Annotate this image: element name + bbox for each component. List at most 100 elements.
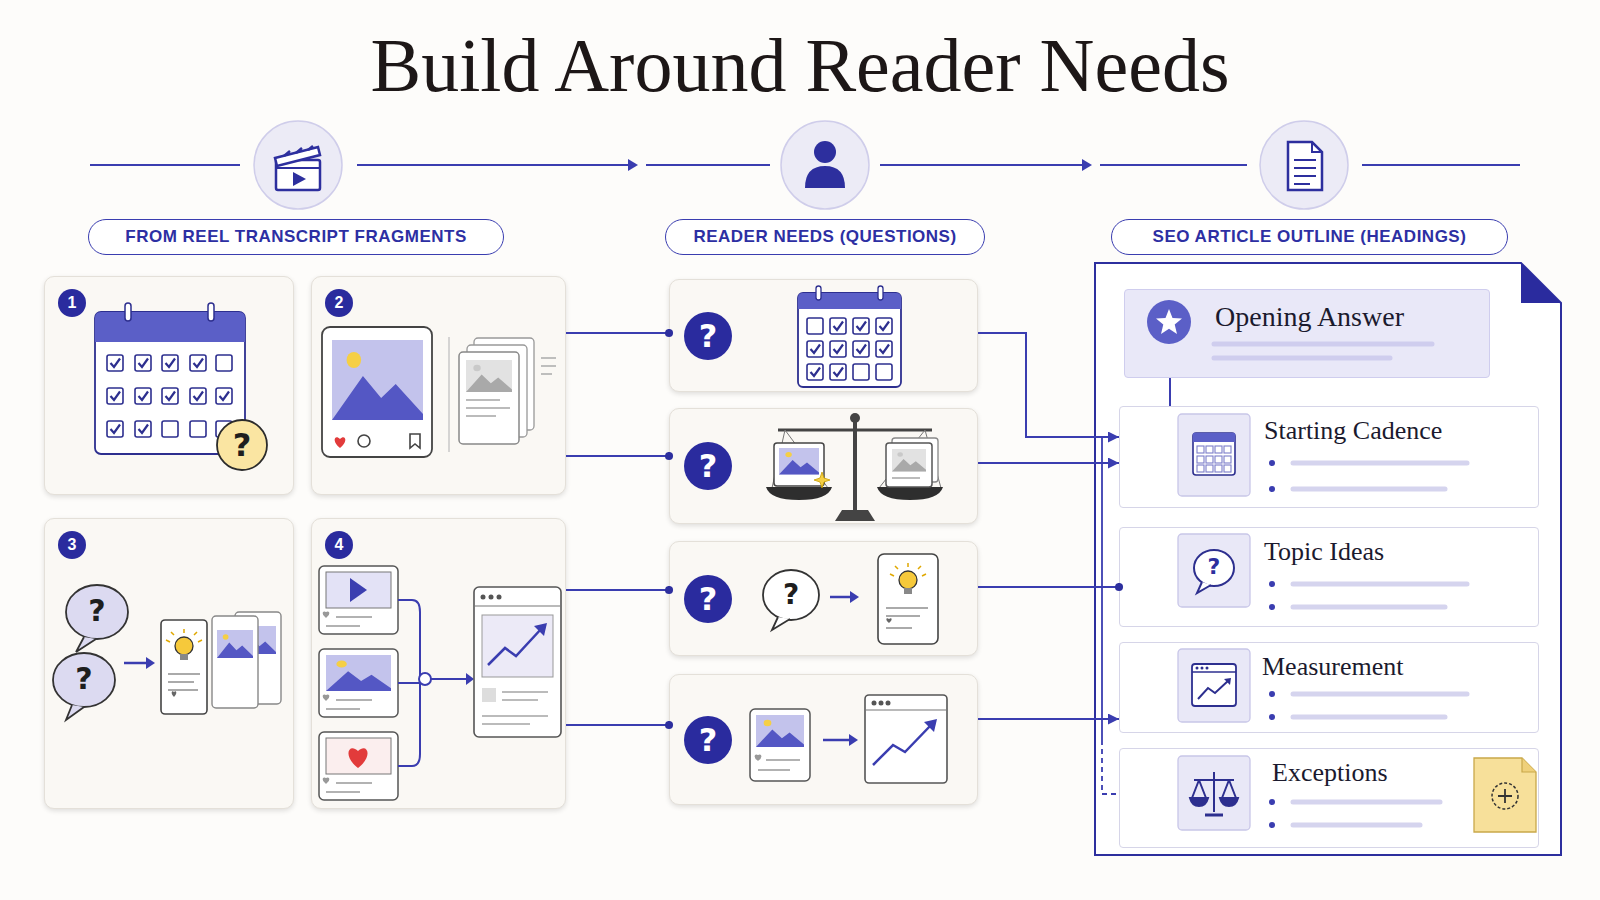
calendar-icon (1206, 465, 1213, 472)
balance-scale-illustration (814, 472, 830, 488)
outline-spine (1102, 437, 1119, 794)
posts-to-results-illustration (323, 612, 372, 626)
document-icon (1312, 142, 1322, 152)
calendar-illustration (162, 355, 178, 371)
posts-to-results-illustration (482, 688, 496, 702)
questions-to-ideas-illustration (146, 657, 155, 669)
social-post-illustration (466, 360, 512, 392)
header-icon-circle (1260, 121, 1348, 209)
bullet-placeholder (1269, 460, 1275, 828)
column-heading: FROM REEL TRANSCRIPT FRAGMENTS (125, 227, 466, 247)
posts-to-results-illustration (482, 692, 548, 724)
question-to-idea-illustration (850, 591, 859, 603)
chart-window-icon (1192, 664, 1236, 706)
question-card: ? (669, 408, 978, 524)
social-post-illustration (322, 327, 556, 457)
calendar-illustration (216, 421, 232, 437)
scale-icon (1192, 780, 1236, 798)
calendar-illustration (853, 318, 869, 334)
add-note-icon (1474, 758, 1536, 832)
balance-scale-illustration (778, 429, 932, 432)
question-to-idea-illustration (890, 563, 926, 594)
balance-scale-illustration (779, 448, 819, 474)
bullet-placeholder (1269, 799, 1275, 805)
add-note-icon (1522, 758, 1536, 772)
scale-icon (1220, 798, 1238, 806)
scale-icon (1190, 798, 1208, 806)
calendar-illustration (95, 312, 245, 342)
balance-scale-illustration (877, 487, 943, 500)
question-card: ? (669, 279, 978, 392)
questions-to-ideas-illustration (240, 626, 276, 654)
social-post-illustration (332, 340, 423, 420)
symbol-label: ? (67, 593, 127, 629)
calendar-icon (1193, 433, 1235, 442)
placeholder-line (1293, 487, 1445, 492)
placeholder-line (1293, 463, 1467, 825)
posts-to-results-illustration (326, 738, 391, 774)
header-icon-circle (781, 121, 869, 209)
calendar-illustration (162, 388, 178, 404)
calendar-illustration (208, 303, 214, 321)
posts-to-results-illustration (319, 649, 398, 717)
connector (566, 724, 669, 726)
section-heading: Opening Answer (1215, 301, 1404, 333)
question-badge: ? (684, 312, 732, 360)
chart-window-icon (1196, 667, 1199, 670)
section-icon-box (1178, 414, 1250, 830)
speech-bubble-icon (1197, 582, 1211, 593)
calendar-icon (1197, 446, 1231, 472)
add-note-icon (1474, 758, 1536, 832)
questions-to-ideas-illustration (166, 629, 202, 660)
header-icon-circle (254, 121, 1348, 209)
add-note-icon (1492, 783, 1518, 809)
star-icon (1147, 300, 1191, 344)
calendar-icon (1197, 465, 1204, 472)
header-arrowhead (1082, 159, 1092, 171)
calendar-icon (1206, 456, 1213, 463)
post-to-growth-illustration (756, 715, 804, 747)
calendar-illustration (807, 318, 823, 334)
chart-window-icon (1206, 667, 1209, 670)
outline-section: Starting Cadence (1119, 406, 1539, 508)
placeholder-line (1293, 800, 1440, 805)
bullet-placeholder (1269, 460, 1275, 466)
calendar-illustration (807, 364, 823, 380)
question-to-idea-illustration (878, 554, 938, 644)
calendar-illustration (216, 355, 232, 371)
outline-spine (1102, 740, 1119, 794)
questions-to-ideas-illustration (66, 705, 84, 720)
posts-to-results-illustration (323, 695, 372, 709)
calendar-illustration (190, 421, 206, 437)
calendar-illustration (216, 388, 232, 404)
calendar-illustration (107, 388, 123, 404)
chart-window-icon (1201, 667, 1204, 670)
symbol-label: ? (1184, 554, 1244, 580)
scale-icon (1190, 772, 1238, 815)
star-icon (1147, 300, 1191, 344)
calendar-illustration (135, 421, 151, 437)
questions-to-ideas-illustration (217, 630, 253, 658)
posts-to-results-illustration (466, 673, 474, 685)
outline-section: Exceptions (1119, 748, 1539, 848)
document-icon (1288, 142, 1322, 190)
post-to-growth-illustration (750, 695, 947, 783)
calendar-illustration (190, 388, 206, 404)
calendar-illustration (125, 303, 131, 321)
header-flow-line (646, 164, 770, 166)
balance-scale-illustration (766, 413, 943, 521)
header-flow-line (1100, 164, 1247, 166)
post-to-growth-illustration (865, 695, 947, 783)
posts-to-results-illustration (319, 732, 398, 800)
outline-section: Topic Ideas (1119, 527, 1539, 627)
section-icon-box (1178, 756, 1250, 830)
fragment-card: 2 (311, 276, 566, 495)
balance-scale-illustration (886, 443, 932, 487)
calendar-icon (1193, 433, 1235, 475)
outline-document (1095, 263, 1561, 855)
outline-document (1095, 263, 1561, 855)
person-icon (805, 166, 845, 188)
posts-to-results-illustration (474, 587, 561, 737)
question-to-idea-illustration (886, 618, 891, 623)
